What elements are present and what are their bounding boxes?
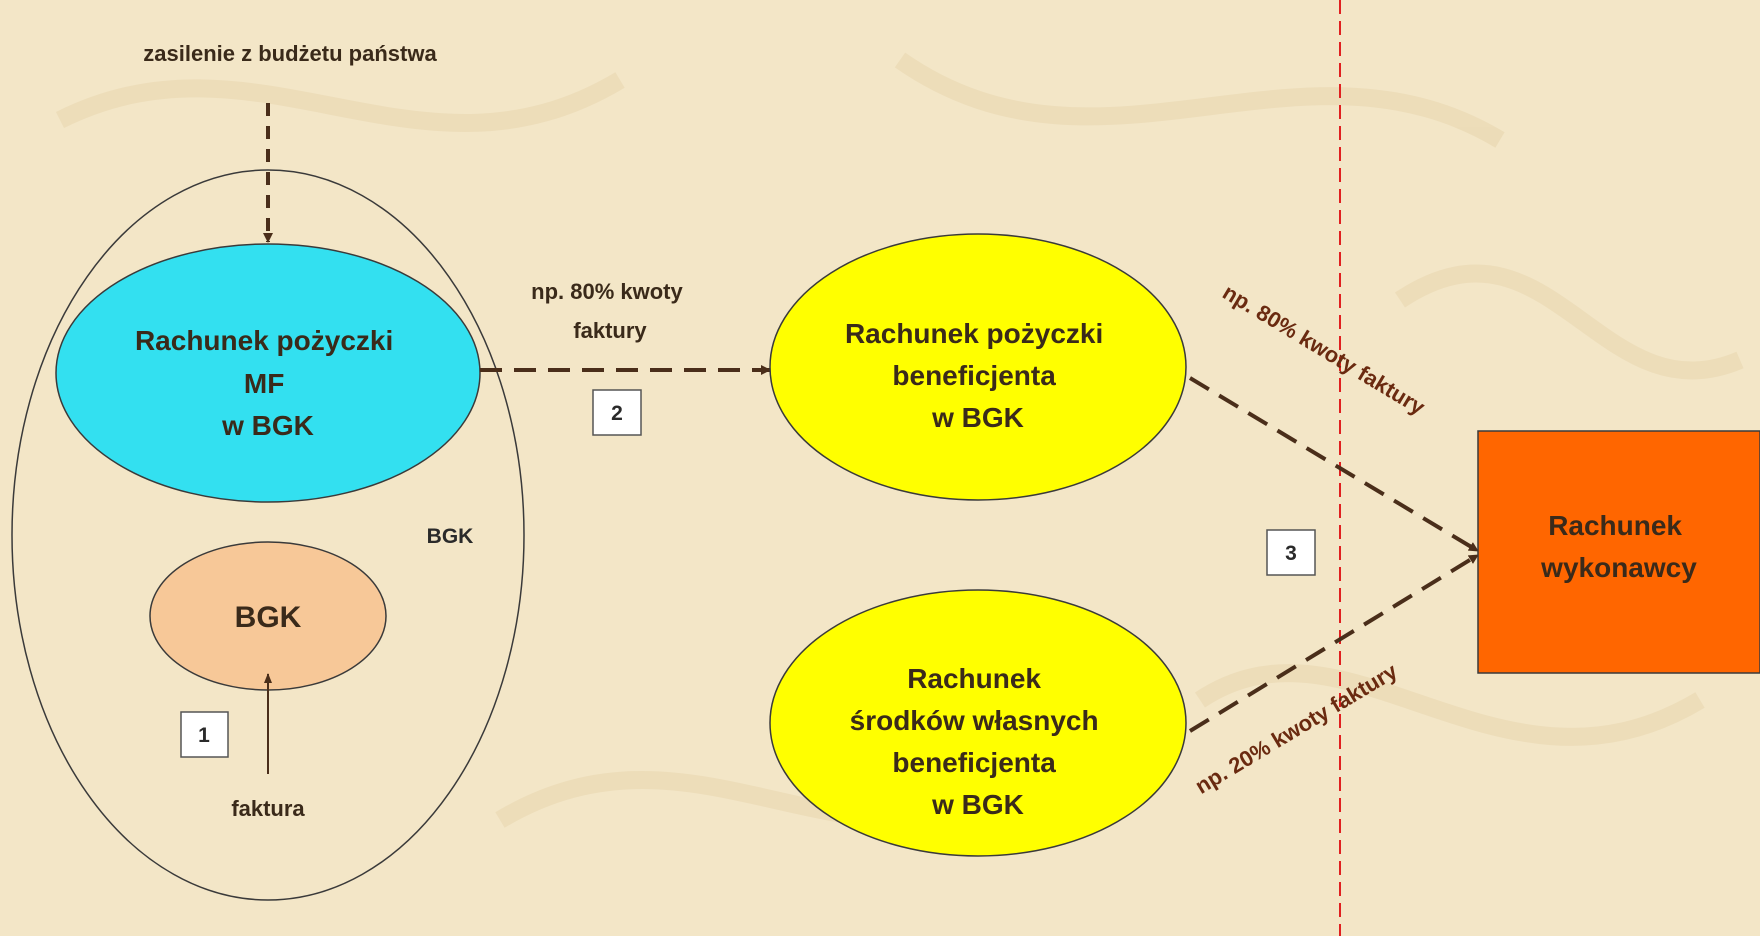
mf-loan-account-label: Rachunek pożyczki MF w BGK xyxy=(135,325,401,441)
beneficiary-own-funds-label: Rachunek środków własnych beneficjenta w… xyxy=(850,663,1107,820)
flow-own-to-contractor-arrow xyxy=(1188,553,1480,733)
beneficiary-loan-account-node[interactable] xyxy=(769,233,1187,501)
step-2-number: 2 xyxy=(611,402,623,425)
beneficiary-own-funds-node[interactable] xyxy=(769,589,1187,857)
flow-loan-to-contractor-label: np. 80% kwoty faktury xyxy=(1218,279,1430,420)
bgk-node-label: BGK xyxy=(235,601,302,634)
step-1-number: 1 xyxy=(198,724,210,747)
step-2-badge xyxy=(592,389,642,436)
invoice-label: faktura xyxy=(231,796,305,821)
step-3-number: 3 xyxy=(1285,542,1297,565)
flow-mf-to-beneficiary-label: np. 80% kwoty faktury xyxy=(531,279,689,343)
step-3-badge xyxy=(1266,529,1316,576)
bgk-outer-ellipse xyxy=(11,169,525,901)
budget-funding-label: zasilenie z budżetu państwa xyxy=(143,41,437,66)
contractor-account-node[interactable] xyxy=(1477,430,1760,674)
bgk-outer-label: BGK xyxy=(427,525,474,548)
mf-loan-account-node[interactable] xyxy=(55,243,481,503)
beneficiary-loan-account-label: Rachunek pożyczki beneficjenta w BGK xyxy=(845,318,1111,433)
contractor-account-label: Rachunek wykonawcy xyxy=(1540,510,1697,583)
flow-loan-to-contractor-arrow xyxy=(1188,376,1480,553)
step-1-badge xyxy=(180,711,229,758)
